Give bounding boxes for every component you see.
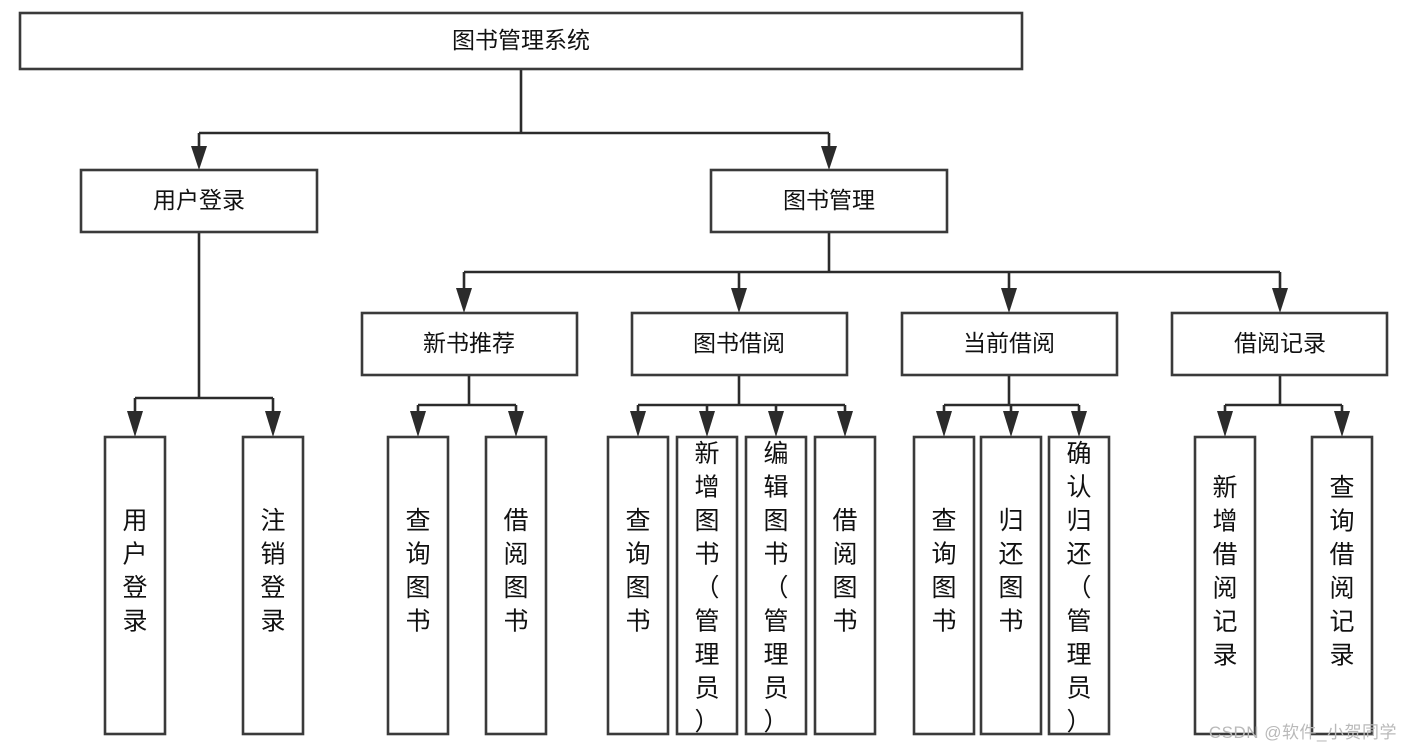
node-current-borrow-box[interactable] xyxy=(900,311,1119,377)
node-book-borrow-label: 图书借阅 xyxy=(693,330,785,356)
node-leaf-add-book[interactable]: 新增图书（管理员） xyxy=(675,435,739,736)
arrowhead-leaf-confirm-return xyxy=(1071,411,1087,437)
node-leaf-user-login[interactable]: 用户登录 xyxy=(103,435,167,736)
node-leaf-logout[interactable]: 注销登录 xyxy=(241,435,305,736)
node-leaf-add-record[interactable]: 新增借阅记录 xyxy=(1193,435,1257,736)
arrowhead-leaf-edit-book xyxy=(768,411,784,437)
csdn-watermark: CSDN @软件_小贺同学 xyxy=(1208,723,1397,742)
node-leaf-logout-box[interactable] xyxy=(241,435,305,736)
node-borrow-record-label: 借阅记录 xyxy=(1234,330,1326,356)
node-book-mgmt[interactable]: 图书管理 xyxy=(709,168,949,234)
node-leaf-return-book[interactable]: 归还图书 xyxy=(979,435,1043,736)
arrowhead-borrow-record xyxy=(1272,288,1288,313)
node-root[interactable]: 图书管理系统 xyxy=(18,11,1024,71)
arrowhead-leaf-query-book-1 xyxy=(410,411,426,437)
arrowhead-leaf-add-book xyxy=(699,411,715,437)
node-leaf-add-book-box[interactable] xyxy=(675,435,739,736)
node-current-borrow[interactable]: 当前借阅 xyxy=(900,311,1119,377)
node-leaf-query-record[interactable]: 查询借阅记录 xyxy=(1310,435,1374,736)
node-leaf-query-book-3[interactable]: 查询图书 xyxy=(912,435,976,736)
node-book-mgmt-label: 图书管理 xyxy=(783,187,875,213)
node-leaf-user-login-label: 用户登录 xyxy=(122,507,147,636)
node-leaf-edit-book[interactable]: 编辑图书（管理员） xyxy=(744,435,808,736)
node-leaf-borrow-book-2-label: 借阅图书 xyxy=(832,507,857,636)
node-leaf-add-record-label: 新增借阅记录 xyxy=(1212,474,1237,670)
node-leaf-logout-label: 注销登录 xyxy=(260,507,285,636)
node-leaf-query-book-1[interactable]: 查询图书 xyxy=(386,435,450,736)
arrowhead-leaf-borrow-book-1 xyxy=(508,411,524,437)
arrowhead-user-login xyxy=(191,146,207,170)
node-book-borrow[interactable]: 图书借阅 xyxy=(630,311,849,377)
node-leaf-user-login-box[interactable] xyxy=(103,435,167,736)
node-root-label: 图书管理系统 xyxy=(452,27,590,53)
node-leaf-return-book-box[interactable] xyxy=(979,435,1043,736)
node-user-login-box[interactable] xyxy=(79,168,319,234)
arrowhead-leaf-borrow-book-2 xyxy=(837,411,853,437)
node-new-book-rec[interactable]: 新书推荐 xyxy=(360,311,579,377)
node-leaf-borrow-book-1-label: 借阅图书 xyxy=(503,507,528,636)
arrowhead-leaf-query-record xyxy=(1334,411,1350,437)
node-leaf-return-book-label: 归还图书 xyxy=(998,507,1023,636)
arrowhead-leaf-query-book-3 xyxy=(936,411,952,437)
node-book-borrow-box[interactable] xyxy=(630,311,849,377)
node-new-book-rec-box[interactable] xyxy=(360,311,579,377)
node-leaf-query-record-label: 查询借阅记录 xyxy=(1329,474,1354,670)
node-leaf-query-book-3-box[interactable] xyxy=(912,435,976,736)
arrowhead-current-borrow xyxy=(1001,288,1017,313)
arrowhead-leaf-user-login xyxy=(127,411,143,437)
node-leaf-edit-book-box[interactable] xyxy=(744,435,808,736)
node-leaf-query-book-1-label: 查询图书 xyxy=(405,507,430,636)
node-current-borrow-label: 当前借阅 xyxy=(963,330,1055,356)
node-leaf-confirm-return-label: 确认归还（管理员） xyxy=(1066,440,1091,736)
node-leaf-add-book-label: 新增图书（管理员） xyxy=(694,440,719,736)
arrowhead-new-book-rec xyxy=(456,288,472,313)
node-book-mgmt-box[interactable] xyxy=(709,168,949,234)
node-leaf-borrow-book-2-box[interactable] xyxy=(813,435,877,736)
arrowhead-book-mgmt xyxy=(821,146,837,170)
node-leaf-query-record-box[interactable] xyxy=(1310,435,1374,736)
arrowhead-leaf-add-record xyxy=(1217,411,1233,437)
node-leaf-query-book-2[interactable]: 查询图书 xyxy=(606,435,670,736)
node-leaf-borrow-book-1[interactable]: 借阅图书 xyxy=(484,435,548,736)
node-leaf-query-book-2-label: 查询图书 xyxy=(625,507,650,636)
node-new-book-rec-label: 新书推荐 xyxy=(423,330,515,356)
node-borrow-record-box[interactable] xyxy=(1170,311,1389,377)
node-borrow-record[interactable]: 借阅记录 xyxy=(1170,311,1389,377)
arrowhead-book-borrow xyxy=(731,288,747,313)
node-leaf-borrow-book-1-box[interactable] xyxy=(484,435,548,736)
node-user-login[interactable]: 用户登录 xyxy=(79,168,319,234)
arrowhead-leaf-logout xyxy=(265,411,281,437)
node-leaf-query-book-3-label: 查询图书 xyxy=(931,507,956,636)
node-leaf-borrow-book-2[interactable]: 借阅图书 xyxy=(813,435,877,736)
node-leaf-confirm-return[interactable]: 确认归还（管理员） xyxy=(1047,435,1111,736)
node-leaf-confirm-return-box[interactable] xyxy=(1047,435,1111,736)
arrowhead-leaf-return-book xyxy=(1003,411,1019,437)
connector-layer xyxy=(127,69,1350,437)
node-leaf-query-book-2-box[interactable] xyxy=(606,435,670,736)
node-root-box[interactable] xyxy=(18,11,1024,71)
arrowhead-leaf-query-book-2 xyxy=(630,411,646,437)
node-leaf-query-book-1-box[interactable] xyxy=(386,435,450,736)
node-user-login-label: 用户登录 xyxy=(153,187,245,213)
node-leaf-edit-book-label: 编辑图书（管理员） xyxy=(763,440,788,736)
node-leaf-add-record-box[interactable] xyxy=(1193,435,1257,736)
